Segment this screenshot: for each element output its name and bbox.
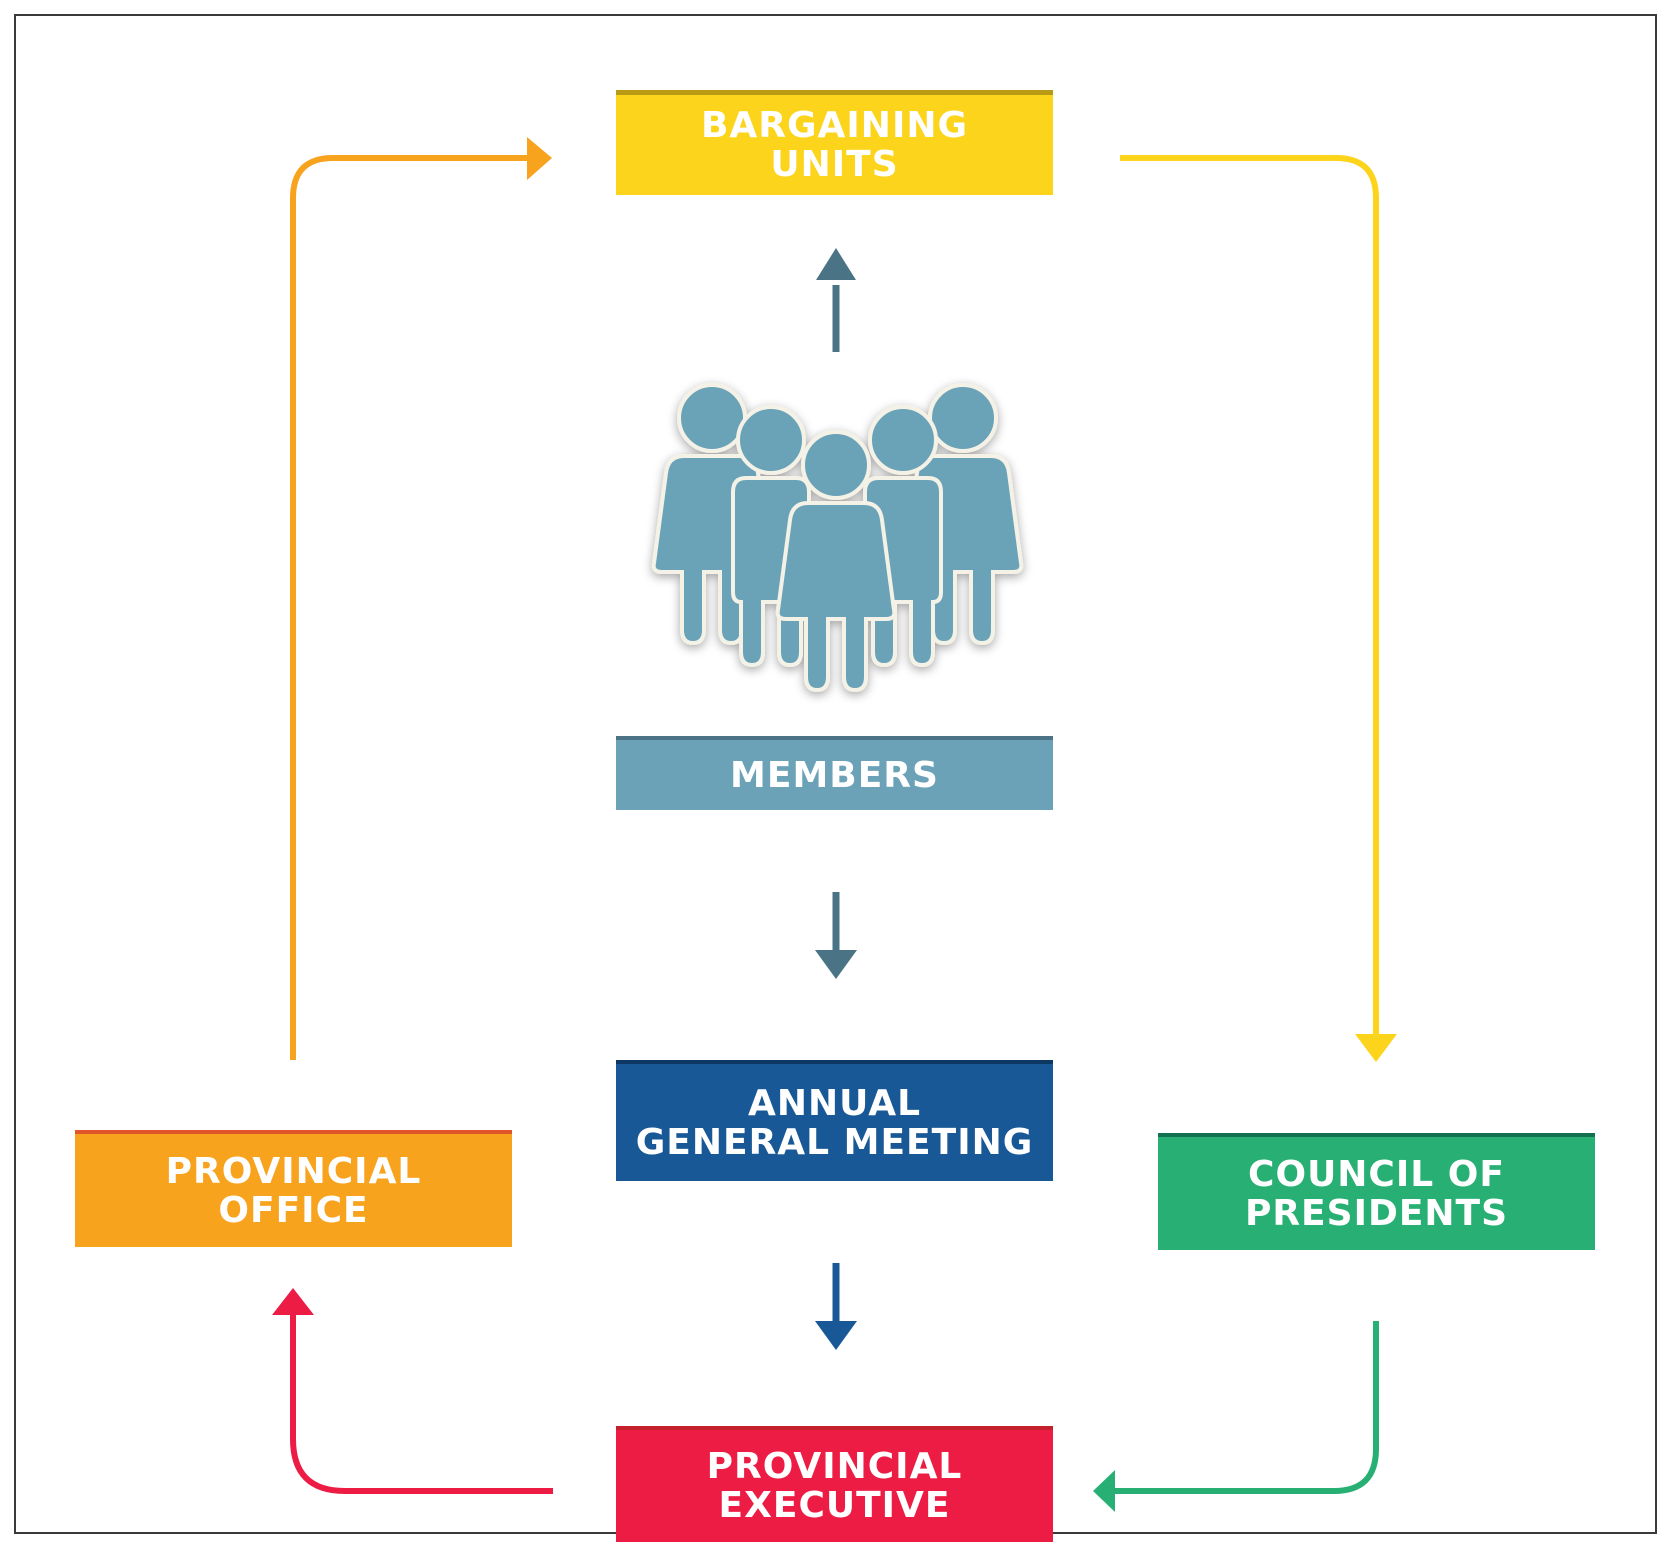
arrowhead-right-icon <box>527 137 552 180</box>
node-council-of-presidents: COUNCIL OF PRESIDENTS <box>1158 1133 1595 1250</box>
arrowhead-up-icon <box>272 1288 314 1315</box>
arrow-council-to-executive <box>1093 1321 1379 1512</box>
arrow-members-to-agm <box>815 892 857 979</box>
arrowhead-down-icon <box>815 1321 857 1350</box>
node-provincial-executive: PROVINCIAL EXECUTIVE <box>616 1426 1053 1542</box>
arrowhead-down-icon <box>1355 1034 1397 1062</box>
node-label: BARGAINING UNITS <box>700 105 969 185</box>
node-label: ANNUAL GENERAL MEETING <box>635 1082 1034 1163</box>
arrow-members-to-bargaining <box>816 248 856 352</box>
node-bargaining-units: BARGAINING UNITS <box>616 90 1053 195</box>
node-members: MEMBERS <box>616 736 1053 810</box>
arrow-bargaining-to-council <box>1120 155 1397 1062</box>
arrowhead-down-icon <box>815 950 857 979</box>
arrow-office-to-bargaining <box>290 137 552 1060</box>
arrowhead-up-icon <box>816 248 856 280</box>
node-label: MEMBERS <box>730 754 939 796</box>
node-provincial-office: PROVINCIAL OFFICE <box>75 1130 512 1247</box>
node-annual-general-meeting: ANNUAL GENERAL MEETING <box>616 1060 1053 1181</box>
node-label: COUNCIL OF PRESIDENTS <box>1244 1153 1509 1234</box>
arrow-agm-to-executive <box>815 1263 857 1350</box>
arrow-executive-to-office <box>272 1288 553 1494</box>
node-label: PROVINCIAL OFFICE <box>165 1150 422 1231</box>
node-label: PROVINCIAL EXECUTIVE <box>706 1446 963 1526</box>
arrowhead-left-icon <box>1093 1470 1115 1512</box>
